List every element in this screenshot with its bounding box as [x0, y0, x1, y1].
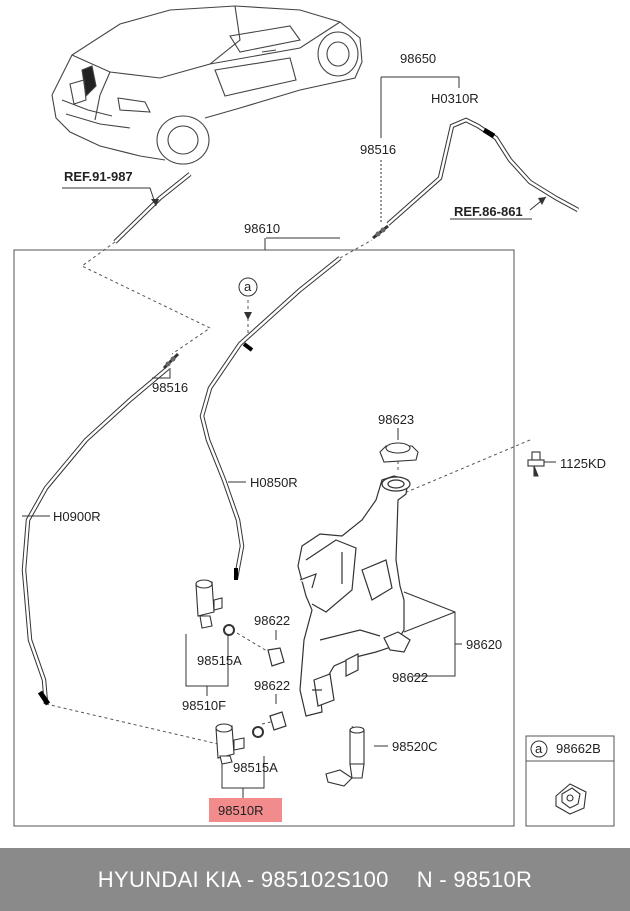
- label-98620: 98620: [466, 637, 502, 652]
- washer-pump-front-icon: [195, 579, 223, 629]
- label-98516-lower: 98516: [152, 380, 188, 395]
- label-h0310r: H0310R: [431, 91, 479, 106]
- label-98650: 98650: [400, 51, 436, 66]
- label-98516-upper: 98516: [360, 142, 396, 157]
- hose-clip-icon: [555, 783, 587, 815]
- inset-marker-icon: [530, 740, 548, 758]
- marker-a-icon: [238, 277, 258, 297]
- seal-upper-icon: [223, 624, 235, 636]
- seal-lower-icon: [252, 726, 264, 738]
- label-98515a-upper: 98515A: [197, 653, 242, 668]
- label-inset-marker: a: [535, 741, 543, 756]
- assembly-frame: [13, 249, 515, 827]
- label-marker-a: a: [244, 279, 252, 294]
- label-1125kd: 1125KD: [560, 456, 606, 471]
- label-98610: 98610: [244, 221, 280, 236]
- label-98622-upper: 98622: [254, 613, 290, 628]
- label-98515a-lower: 98515A: [233, 760, 278, 775]
- footer-bar: HYUNDAI KIA - 985102S100 N - 98510R: [0, 848, 630, 911]
- level-sensor-icon: [325, 726, 365, 787]
- label-98510f: 98510F: [182, 698, 226, 713]
- grommet-lower-icon: [269, 711, 287, 731]
- label-h0850r: H0850R: [250, 475, 298, 490]
- label-ref-86-861: REF.86-861: [454, 204, 523, 219]
- label-98622-lower: 98622: [254, 678, 290, 693]
- hose-h0900r: [21, 366, 170, 705]
- label-98623: 98623: [378, 412, 414, 427]
- label-98520c: 98520C: [392, 739, 438, 754]
- part-highlight-box: [209, 798, 282, 822]
- inset-frame: [525, 735, 615, 827]
- check-valve-lower-icon: [152, 352, 180, 379]
- parts-diagram: 98650 H0310R 98516 REF.91-987 REF.86-861…: [13, 5, 615, 827]
- reservoir-cap-icon: [379, 442, 419, 463]
- label-98510r: 98510R: [218, 803, 264, 818]
- label-98622-right: 98622: [392, 670, 428, 685]
- footer-part-number: N - 98510R: [416, 866, 533, 892]
- washer-reservoir-icon: [297, 475, 411, 717]
- car-illustration-icon: [51, 5, 363, 165]
- footer-brand-code: HYUNDAI KIA - 985102S100: [97, 866, 389, 892]
- label-98662b: 98662B: [556, 741, 601, 756]
- check-valve-upper-icon: [372, 224, 389, 240]
- grommet-upper-icon: [267, 647, 285, 667]
- label-h0900r: H0900R: [53, 509, 101, 524]
- label-ref-91-987: REF.91-987: [64, 169, 133, 184]
- bolt-icon: [527, 451, 545, 477]
- washer-pump-rear-icon: [215, 723, 245, 765]
- hose-h0850r: [199, 256, 342, 579]
